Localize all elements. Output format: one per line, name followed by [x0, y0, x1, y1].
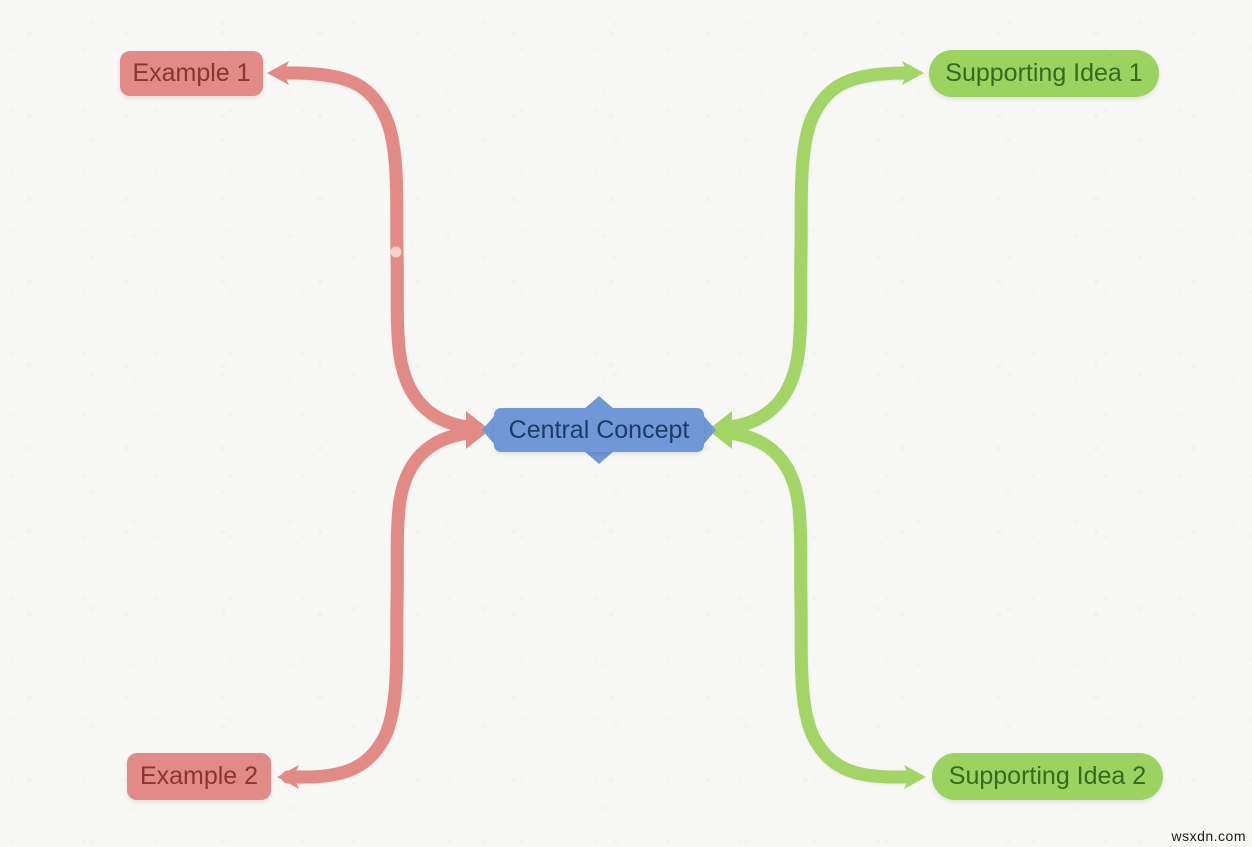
- arrowhead-example-1: [267, 61, 289, 85]
- branch-handle-dot[interactable]: [390, 246, 402, 258]
- node-supporting-idea-1[interactable]: Supporting Idea 1: [929, 50, 1159, 97]
- branch-root-tip-right: [708, 411, 732, 449]
- node-supporting-idea-2[interactable]: Supporting Idea 2: [932, 753, 1163, 800]
- branch-curve-idea-1[interactable]: [723, 66, 913, 434]
- arrowhead-example-2: [277, 765, 299, 789]
- branch-right-group: [708, 61, 926, 789]
- branch-curve-example-1[interactable]: [279, 66, 475, 434]
- node-label: Example 1: [132, 59, 251, 87]
- branch-curve-idea-2[interactable]: [723, 426, 915, 784]
- arrowhead-idea-1: [902, 61, 924, 85]
- watermark: wsxdn.com: [1171, 828, 1246, 844]
- node-label: Central Concept: [508, 415, 690, 444]
- arrowhead-idea-2: [904, 765, 926, 789]
- node-label: Example 2: [139, 762, 259, 790]
- branch-root-tip-left: [466, 411, 490, 449]
- central-spike-right: [702, 414, 716, 446]
- node-label: Supporting Idea 1: [945, 59, 1143, 87]
- central-spike-left: [482, 414, 496, 446]
- node-central-concept[interactable]: Central Concept: [494, 408, 704, 452]
- central-node-spikes: [482, 396, 716, 464]
- central-spike-top: [583, 396, 615, 410]
- branch-left-group: [267, 61, 490, 789]
- branch-curve-example-2[interactable]: [281, 426, 475, 784]
- central-spike-bottom: [583, 450, 615, 464]
- node-label: Supporting Idea 2: [948, 762, 1147, 790]
- node-example-1[interactable]: Example 1: [120, 51, 263, 96]
- node-example-2[interactable]: Example 2: [127, 753, 271, 800]
